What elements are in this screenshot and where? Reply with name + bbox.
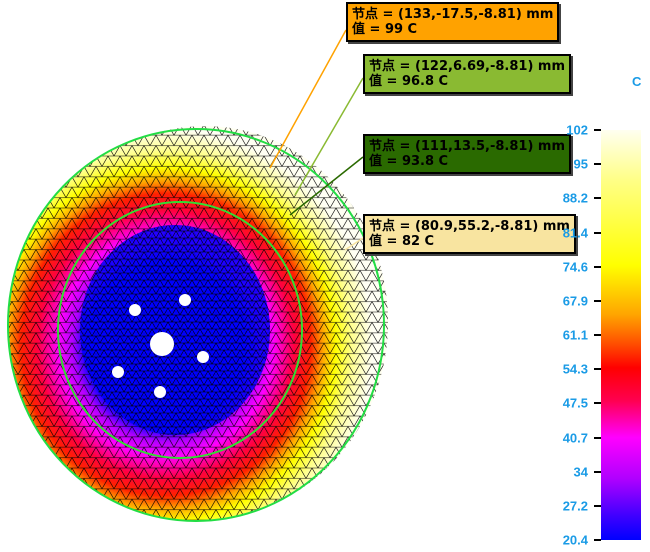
colorbar-tick-label: 40.7: [562, 430, 588, 445]
colorbar-tick: [594, 265, 601, 268]
probe-label-4[interactable]: 节点 = (80.9,55.2,-8.81) mm 值 = 82 C: [363, 214, 576, 254]
probe-value: 值 = 96.8 C: [369, 74, 449, 89]
colorbar-tick-label: 20.4: [562, 532, 588, 548]
probe-value: 值 = 99 C: [352, 22, 418, 37]
probe-node: 节点 = (122,6.69,-8.81) mm: [369, 59, 566, 74]
colorbar-gradient: [601, 130, 641, 540]
colorbar-tick: [594, 299, 601, 302]
probe-label-1[interactable]: 节点 = (133,-17.5,-8.81) mm 值 = 99 C: [346, 2, 560, 42]
colorbar-tick: [594, 231, 601, 234]
colorbar-tick: [594, 539, 601, 541]
colorbar-tick-label: 54.3: [562, 361, 588, 377]
probe-label-3[interactable]: 节点 = (111,13.5,-8.81) mm 值 = 93.8 C: [363, 134, 572, 174]
colorbar-tick: [594, 504, 601, 507]
colorbar-tick: [594, 163, 601, 166]
colorbar-tick-label: 67.9: [562, 293, 588, 309]
colorbar-tick-label: 81.4: [562, 225, 588, 240]
colorbar-tick: [594, 129, 601, 131]
colorbar-tick-label: 102: [566, 122, 588, 138]
probe-node: 节点 = (80.9,55.2,-8.81) mm: [369, 219, 570, 234]
colorbar-tick-label: 61.1: [562, 327, 588, 343]
colorbar-tick-label: 88.2: [562, 190, 588, 206]
colorbar-tick-label: 74.6: [562, 259, 588, 275]
colorbar-tick-label: 27.2: [562, 498, 588, 514]
colorbar-tick: [594, 402, 601, 405]
colorbar-tick-label: 34: [573, 464, 588, 480]
probe-node: 节点 = (133,-17.5,-8.81) mm: [352, 7, 554, 22]
probe-value: 值 = 82 C: [369, 234, 435, 249]
colorbar-tick: [594, 334, 601, 336]
probe-node: 节点 = (111,13.5,-8.81) mm: [369, 139, 566, 154]
colorbar-tick: [594, 368, 601, 371]
colorbar-tick-label: 47.5: [562, 395, 588, 411]
center-bore: [150, 332, 174, 356]
colorbar-tick-label: 95: [573, 156, 588, 172]
probe-label-2[interactable]: 节点 = (122,6.69,-8.81) mm 值 = 96.8 C: [363, 54, 572, 94]
colorbar-tick: [594, 436, 601, 439]
colorbar-tick: [594, 470, 601, 473]
colorbar-unit: C: [632, 74, 642, 89]
brake-disc-mesh: [7, 126, 388, 522]
probe-value: 值 = 93.8 C: [369, 154, 449, 169]
probe-leader-lines: [269, 29, 364, 251]
colorbar-tick: [594, 197, 601, 200]
